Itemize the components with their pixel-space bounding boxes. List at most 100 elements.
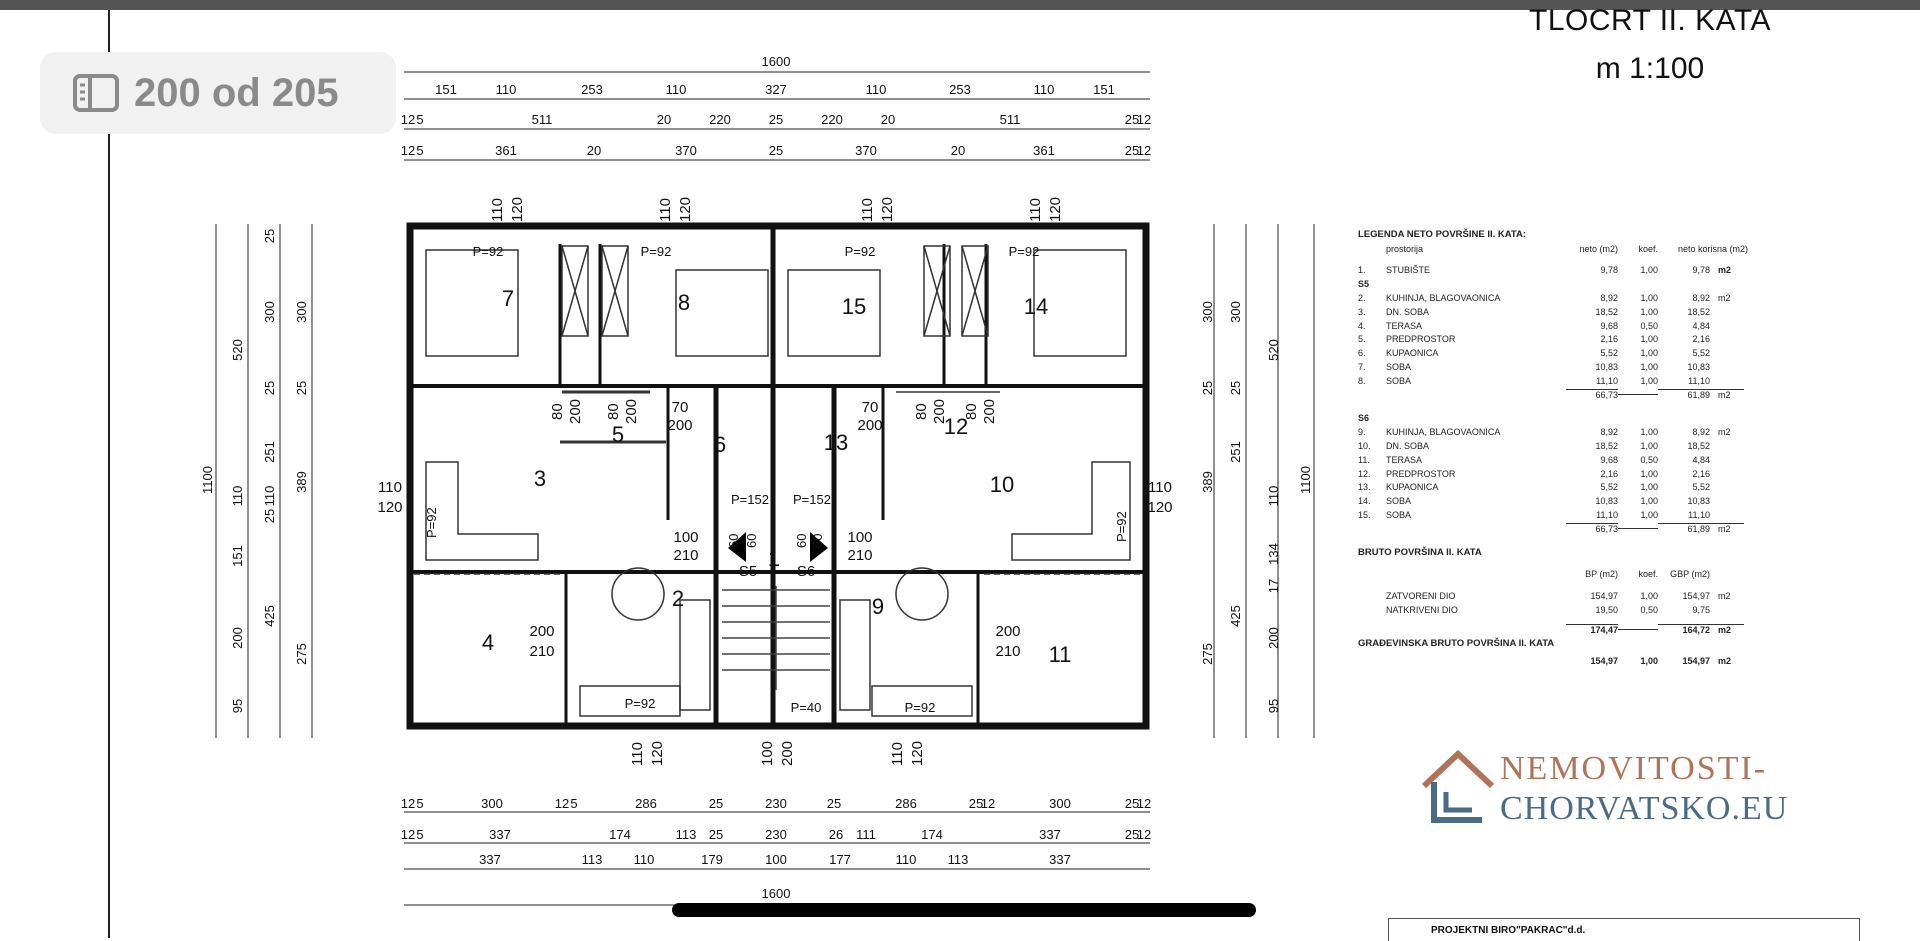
label-window-top: 120 — [1047, 197, 1064, 222]
room-number: 14 — [1024, 294, 1048, 319]
dim-left: 300 — [294, 301, 309, 323]
dim-top: 327 — [765, 82, 787, 97]
dim-top: 12 — [401, 143, 415, 158]
dim-right: 300 — [1228, 301, 1243, 323]
room-number: 4 — [482, 630, 494, 655]
label-door-200: 200 — [981, 399, 998, 424]
label-door-200: 200 — [623, 399, 640, 424]
dim-top-total: 1600 — [762, 54, 791, 69]
label-door-210: 210 — [673, 547, 698, 564]
dim-top: 370 — [855, 143, 877, 158]
label-p40: P=40 — [791, 700, 822, 715]
bruto-columns: BP (m2)koef. GBP (m2) — [1585, 569, 1710, 580]
dim-bottom: 113 — [676, 827, 697, 842]
room-number: 15 — [842, 294, 866, 319]
label-door-60: 60 — [810, 534, 825, 548]
dim-top: 12 — [1137, 143, 1151, 158]
dim-bottom: 110 — [634, 852, 655, 867]
dim-left: 25 — [294, 381, 309, 395]
dim-bottom: 179 — [701, 852, 723, 867]
dim-left: 200 — [230, 627, 245, 649]
label-window-bottom: 110 — [629, 742, 646, 766]
title-block: PROJEKTNI BIRO"PAKRAC"d.d. — [1388, 918, 1860, 941]
dim-top: 25 — [769, 112, 783, 127]
dim-bottom: 5 — [416, 796, 423, 811]
horizontal-scrollbar[interactable] — [672, 903, 1256, 917]
legend-columns: prostorija neto (m2) koef. neto korisna … — [1386, 243, 1748, 254]
label-window-top: 110 — [657, 198, 674, 222]
dim-bottom: 110 — [896, 852, 917, 867]
room-number: 9 — [872, 594, 884, 619]
room-number: 7 — [502, 286, 514, 311]
top-bar — [0, 0, 1920, 10]
label-door-200: 200 — [995, 623, 1020, 640]
title-block-text: PROJEKTNI BIRO"PAKRAC"d.d. — [1431, 925, 1586, 936]
label-window-120: 120 — [377, 499, 402, 516]
dim-left: 25 — [262, 509, 277, 523]
dim-top: 110 — [496, 82, 517, 97]
dim-bottom: 230 — [765, 827, 787, 842]
bottom-dimensions: 12 5 300 12 5 286 25 230 25 286 25 12 30… — [401, 796, 1151, 901]
dim-bottom: 5 — [416, 827, 423, 842]
dim-bottom: 12 — [1137, 827, 1151, 842]
dim-top: 253 — [581, 82, 603, 97]
room-number: 1 — [768, 546, 780, 571]
right-dimensions: 1100 520 110 134 17 200 95 300 25 251 42… — [1200, 301, 1313, 713]
label-window-bottom: 110 — [889, 742, 906, 766]
dim-bottom: 230 — [765, 796, 787, 811]
label-door-60: 60 — [744, 534, 759, 548]
dim-top: 511 — [532, 112, 553, 127]
label-window-top: 110 — [859, 198, 876, 222]
drawing-border-line — [108, 10, 110, 938]
label-window-top: 120 — [879, 197, 896, 222]
left-dimensions: 1100 520 110 151 200 95 25 300 25 251 11… — [200, 229, 309, 713]
sidebar-panel-icon[interactable] — [72, 73, 120, 113]
label-window-bottom: 200 — [779, 741, 796, 766]
dim-top: 5 — [416, 143, 423, 158]
dim-bottom: 25 — [1125, 796, 1139, 811]
label-window-top: 110 — [489, 198, 506, 222]
dim-right: 25 — [1228, 381, 1243, 395]
dim-bottom: 337 — [479, 852, 501, 867]
beds — [425, 249, 1127, 357]
house-logo-icon — [1421, 749, 1495, 823]
room-number: 6 — [714, 432, 726, 457]
dim-bottom: 300 — [481, 796, 503, 811]
dim-top: 361 — [1033, 143, 1055, 158]
dim-top: 20 — [951, 143, 965, 158]
label-door-80: 80 — [605, 403, 622, 420]
label-door-70: 70 — [672, 399, 689, 416]
dim-right: 300 — [1200, 301, 1215, 323]
logo-line1: NEMOVITOSTI- — [1500, 750, 1768, 787]
label-door-60: 60 — [726, 534, 741, 548]
furniture — [414, 390, 1142, 717]
bruto-heading: BRUTO POVRŠINA II. KATA — [1358, 547, 1482, 559]
label-door-210: 210 — [995, 643, 1020, 660]
dim-right: 110 — [1266, 486, 1281, 507]
dim-bottom: 113 — [582, 852, 603, 867]
label-s6: S6 — [797, 563, 815, 580]
page-counter[interactable]: 200 od 205 — [40, 52, 396, 134]
label-p92: P=92 — [424, 507, 439, 538]
dim-bottom: 286 — [895, 796, 917, 811]
dim-bottom: 100 — [765, 852, 787, 867]
logo-line2: CHORVATSKO.EU — [1500, 790, 1789, 827]
label-door-200: 200 — [857, 417, 882, 434]
dim-bottom-total: 1600 — [762, 886, 791, 901]
label-door-100: 100 — [673, 529, 698, 546]
label-door-210: 210 — [847, 547, 872, 564]
label-door-80: 80 — [549, 403, 566, 420]
dim-right: 17 — [1266, 579, 1281, 593]
room-number: 12 — [944, 414, 968, 439]
dim-top: 110 — [866, 82, 887, 97]
dim-bottom: 177 — [829, 852, 851, 867]
label-door-100: 100 — [847, 529, 872, 546]
